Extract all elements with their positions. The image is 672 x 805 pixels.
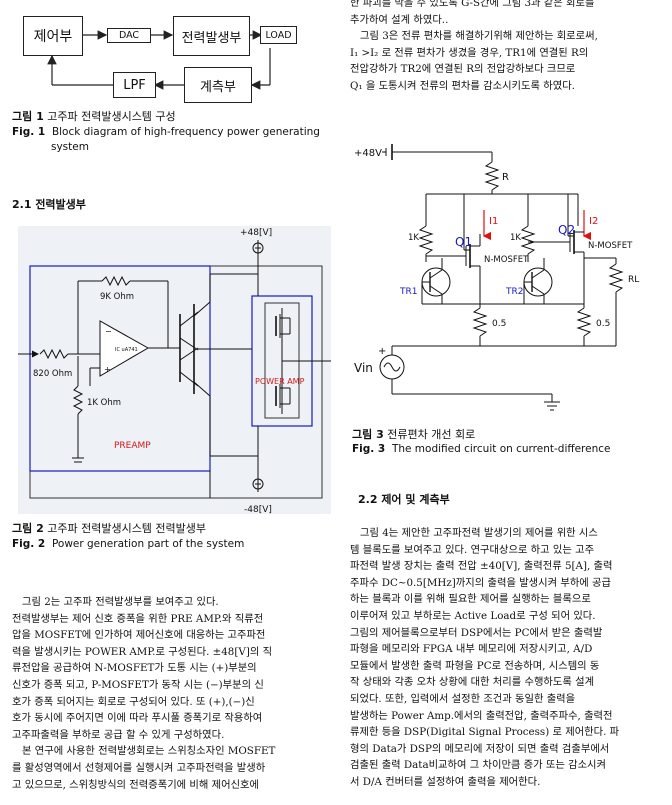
- figure-3-caption-ko: 그림 3 전류편차 개선 회로: [352, 428, 476, 441]
- label-power-amp: POWER AMP: [255, 377, 305, 386]
- section-heading-2-1: 2.1 전력발생부: [12, 198, 86, 211]
- right-top-paragraph: 한 파괴를 막을 수 있도록 G-S간에 그림 3과 같은 회로를 추가하여 설…: [350, 0, 598, 92]
- figure-2-schematic: − +: [18, 226, 331, 514]
- figure-3-caption-en: Fig. 3 The modified circuit on current-d…: [352, 443, 611, 455]
- measure-block: 계측부: [184, 67, 252, 103]
- label-820-ohm: 820 Ohm: [33, 369, 72, 379]
- label-tr2: TR2: [505, 287, 523, 297]
- label-1k-ohm: 1K Ohm: [87, 398, 121, 408]
- label-0-5-a: 0.5: [492, 319, 506, 329]
- label-1k-a: 1K: [408, 233, 419, 243]
- figure-1-block-diagram: 제어부 DAC 전력발생부 LOAD LPF 계측부: [0, 0, 330, 105]
- label-plus48v: +48[V]: [240, 228, 272, 238]
- control-block: 제어부: [23, 16, 83, 56]
- section-heading-2-2: 2.2 제어 및 계측부: [358, 493, 450, 506]
- label-i2: I2: [589, 216, 598, 227]
- label-q1: Q1: [455, 235, 472, 249]
- figure-2-circuit: − +: [18, 228, 331, 514]
- left-paragraph: 그림 2는 고주파 전력발생부를 보여주고 있다. 전력발생부는 제어 신호 증…: [12, 596, 276, 791]
- figure-1-caption-en: Fig. 1 Block diagram of high-frequency p…: [12, 126, 320, 153]
- label-minus48v: -48[V]: [244, 505, 272, 514]
- label-0-5-b: 0.5: [596, 319, 610, 329]
- label-i1: I1: [489, 216, 498, 227]
- label-vin: Vin: [354, 361, 373, 375]
- label-plus: +: [378, 346, 386, 357]
- figure-3-circuit: +48V R I1 I2 Q1 Q2 N-MOSFET N-MOSFET 1K …: [352, 132, 662, 422]
- power-gen-block: 전력발생부: [173, 16, 250, 56]
- right-bottom-paragraph: 그림 4는 제안한 고주파전력 발생기의 제어를 위한 시스 템 블록도를 보여…: [350, 527, 620, 788]
- label-r-top: R: [502, 172, 509, 183]
- figure-3-wires: +48V R I1 I2 Q1 Q2 N-MOSFET N-MOSFET 1K …: [354, 144, 639, 411]
- figure-1-caption-ko: 그림 1 고주파 전력발생시스템 구성: [12, 110, 176, 123]
- label-9k-ohm: 9K Ohm: [100, 292, 134, 302]
- label-preamp: PREAMP: [114, 441, 151, 451]
- figure-1-wires: [47, 30, 271, 90]
- label-rl: RL: [628, 275, 639, 285]
- svg-text:+: +: [104, 365, 111, 374]
- label-tr1: TR1: [399, 287, 417, 297]
- load-block: LOAD: [260, 26, 297, 44]
- label-nmosfet-1: N-MOSFET: [484, 255, 529, 265]
- figure-2-caption-ko: 그림 2 고주파 전력발생시스템 전력발생부: [12, 522, 207, 535]
- dac-block: DAC: [107, 28, 151, 43]
- lpf-block: LPF: [113, 72, 156, 98]
- label-nmosfet-2: N-MOSFET: [588, 241, 633, 251]
- label-q2: Q2: [558, 223, 575, 237]
- label-vcc: +48V: [354, 148, 382, 159]
- label-1k-b: 1K: [510, 233, 521, 243]
- svg-text:−: −: [105, 327, 112, 336]
- label-opamp: IC uA741: [115, 347, 138, 353]
- figure-2-caption-en: Fig. 2 Power generation part of the syst…: [12, 538, 245, 550]
